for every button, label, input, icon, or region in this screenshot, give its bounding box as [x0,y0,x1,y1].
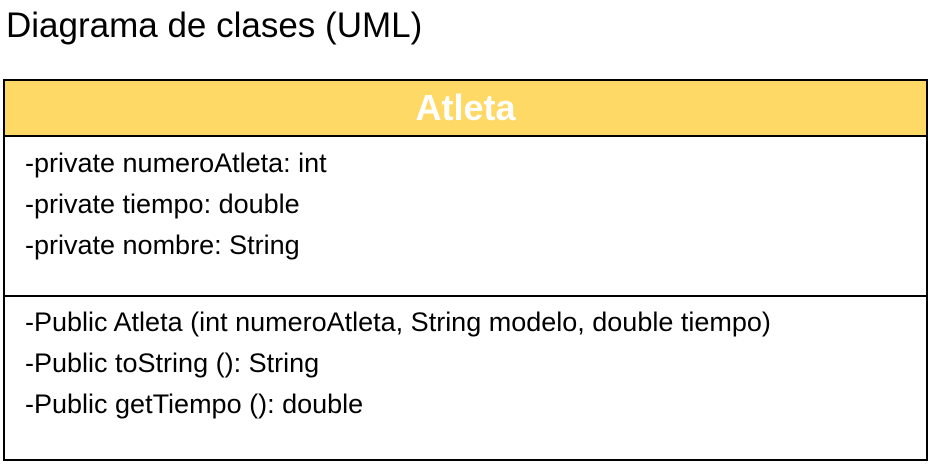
uml-class-box: Atleta -private numeroAtleta: int -priva… [3,79,928,461]
attribute-item: -private nombre: String [25,230,300,260]
class-name: Atleta [415,87,516,128]
operation-item: -Public toString (): String [25,348,320,378]
operation-item: -Public getTiempo (): double [25,389,364,419]
class-header: Atleta [5,81,926,137]
attribute-item: -private numeroAtleta: int [25,148,327,178]
page-title: Diagrama de clases (UML) [6,6,423,45]
attribute-item: -private tiempo: double [25,189,300,219]
attributes-compartment: -private numeroAtleta: int -private tiem… [5,137,926,297]
operations-compartment: -Public Atleta (int numeroAtleta, String… [5,297,926,459]
operation-item: -Public Atleta (int numeroAtleta, String… [25,307,771,337]
